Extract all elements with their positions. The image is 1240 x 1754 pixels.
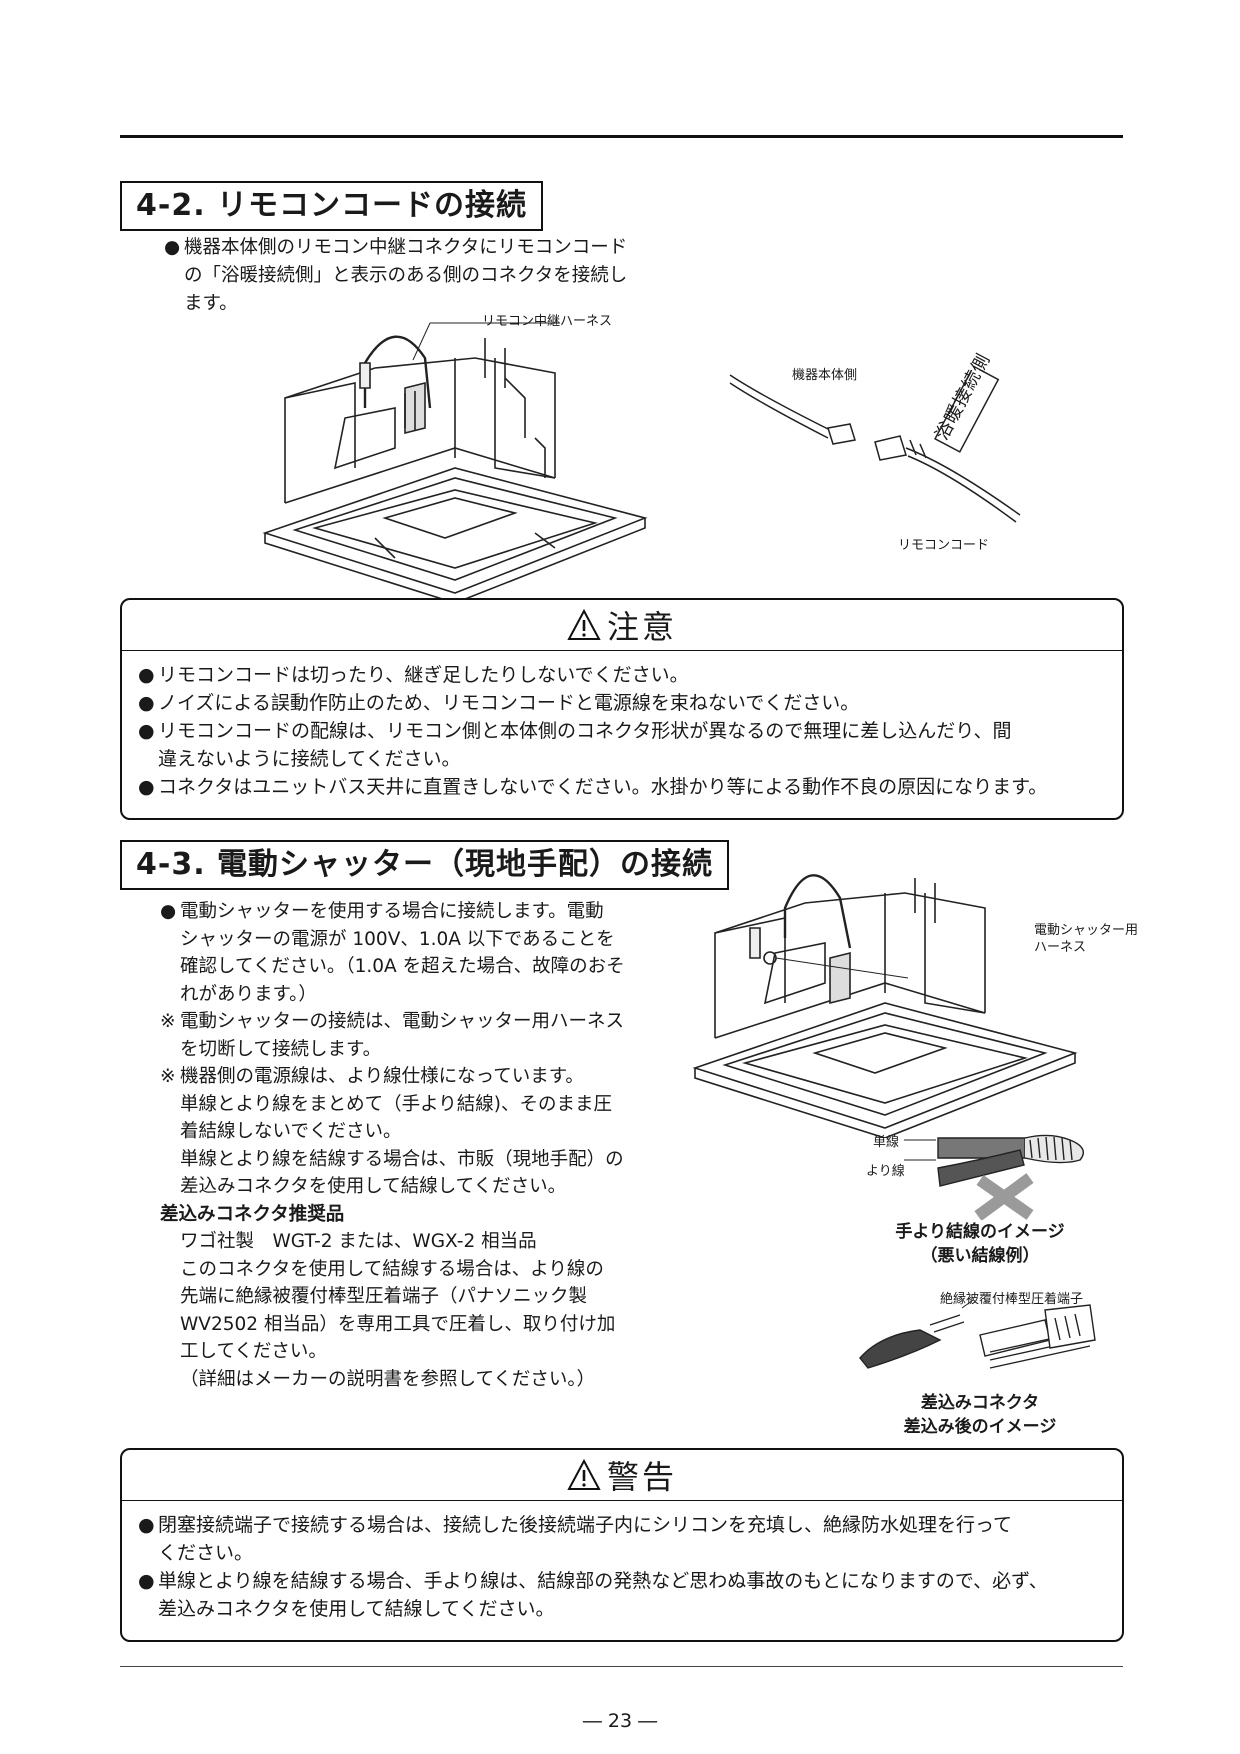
text-line: ※機器側の電源線は、より線仕様になっています。 — [160, 1066, 584, 1087]
label-stranded-wire: より線 — [866, 1164, 905, 1179]
caution-item: ●ノイズによる誤動作防止のため、リモコンコードと電源線を束ねないでください。 — [138, 692, 860, 714]
text-line: （詳細はメーカーの説明書を参照してください。） — [180, 1368, 596, 1390]
caution-item: ●コネクタはユニットバス天井に直置きしないでください。水掛かり等による動作不良の… — [138, 776, 1048, 798]
section-4-2-bullet: ●機器本体側のリモコン中継コネクタにリモコンコード の「浴暖接続側」と表示のある… — [164, 234, 684, 318]
caution-box: 注意 ●リモコンコードは切ったり、継ぎ足したりしないでください。 ●ノイズによる… — [120, 598, 1124, 820]
label-crimp-terminal: 絶縁被覆付棒型圧着端子 — [940, 1292, 1084, 1307]
text-line: ●電動シャッターを使用する場合に接続します。電動 — [160, 901, 604, 922]
caution-title: 注意 — [606, 608, 677, 646]
text-line: シャッターの電源が 100V、1.0A 以下であることを — [180, 928, 615, 950]
warning-body: ●閉塞接続端子で接続する場合は、接続した後接続端子内にシリコンを充填し、絶縁防水… — [122, 1501, 1122, 1623]
text-line: 先端に絶縁被覆付棒型圧着端子（パナソニック製 — [180, 1286, 588, 1307]
text-line: 着結線しないでください。 — [180, 1121, 402, 1142]
bullet-dot: ● — [164, 237, 181, 258]
warning-box: 警告 ●閉塞接続端子で接続する場合は、接続した後接続端子内にシリコンを充填し、絶… — [120, 1448, 1124, 1642]
warning-title: 警告 — [606, 1458, 677, 1496]
caution-header: 注意 — [122, 600, 1122, 651]
text-line: 工してください。 — [180, 1341, 327, 1362]
cord-connector-illustration — [729, 370, 1021, 523]
caution-body: ●リモコンコードは切ったり、継ぎ足したりしないでください。 ●ノイズによる誤動作… — [122, 651, 1122, 801]
warning-item: ●単線とより線を結線する場合、手より線は、結線部の発熱など思わぬ事故のもとになり… — [138, 1570, 1048, 1620]
text-line: 単線とより線をまとめて（手より結線)、そのまま圧 — [180, 1093, 612, 1115]
caution-item: ●リモコンコードの配線は、リモコン側と本体側のコネクタ形状が異なるので無理に差し… — [138, 720, 1012, 770]
section-4-3-title: 4-3. 電動シャッター（現地手配）の接続 — [120, 840, 730, 890]
recommended-heading: 差込みコネクタ推奨品 — [160, 1203, 345, 1225]
leader-lines-wire — [904, 1139, 936, 1161]
caution-item: ●リモコンコードは切ったり、継ぎ足したりしないでください。 — [138, 664, 689, 686]
text-line: 差込みコネクタを使用して結線してください。 — [180, 1176, 567, 1197]
caption-bad-example: 手より結線のイメージ （悪い結線例） — [895, 1222, 1065, 1266]
page-number: ― 23 ― — [582, 1710, 658, 1732]
text-line: れがあります。） — [180, 983, 317, 1005]
label-shutter-harness: 電動シャッター用 ハーネス — [1034, 923, 1139, 955]
unit-illustration-remote — [262, 322, 648, 604]
label-remote-relay-harness: リモコン中継ハーネス — [482, 314, 613, 329]
warning-triangle-icon — [567, 609, 601, 640]
section-4-3-body: ●電動シャッターを使用する場合に接続します。電動 シャッターの電源が 100V、… — [160, 898, 680, 1393]
bullet-line: ●機器本体側のリモコン中継コネクタにリモコンコード — [164, 234, 684, 262]
section-4-2-title: 4-2. リモコンコードの接続 — [120, 181, 544, 231]
warning-triangle-icon — [567, 1459, 601, 1490]
crimp-connector-illustration — [859, 1300, 1096, 1369]
label-body-side: 機器本体側 — [792, 368, 858, 383]
text-line: 単線とより線を結線する場合は、市販（現地手配）の — [180, 1148, 624, 1170]
twisted-wire-illustration — [937, 1134, 1084, 1220]
bullet-line: ます。 — [184, 293, 238, 314]
text-line: ※電動シャッターの接続は、電動シャッター用ハーネス — [160, 1011, 625, 1032]
text-line: このコネクタを使用して結線する場合は、より線の — [180, 1258, 604, 1280]
text-line: 確認してください。（1.0A を超えた場合、故障のおそ — [180, 956, 625, 977]
warning-item: ●閉塞接続端子で接続する場合は、接続した後接続端子内にシリコンを充填し、絶縁防水… — [138, 1514, 1013, 1564]
bullet-line: の「浴暖接続側」と表示のある側のコネクタを接続し — [184, 265, 628, 286]
label-remote-cord: リモコンコード — [898, 538, 990, 553]
warning-header: 警告 — [122, 1450, 1122, 1501]
text-line: WV2502 相当品）を専用工具で圧着し、取り付け加 — [180, 1313, 616, 1335]
text-line: を切断して接続します。 — [180, 1038, 382, 1060]
text-line: ワゴ社製 WGT-2 または、WGX-2 相当品 — [180, 1231, 537, 1252]
caption-connector: 差込みコネクタ 差込み後のイメージ — [903, 1393, 1057, 1437]
top-rule — [120, 135, 1123, 138]
bottom-rule — [120, 1666, 1123, 1667]
label-single-wire: 単線 — [873, 1135, 900, 1150]
unit-illustration-shutter — [692, 874, 1078, 1138]
